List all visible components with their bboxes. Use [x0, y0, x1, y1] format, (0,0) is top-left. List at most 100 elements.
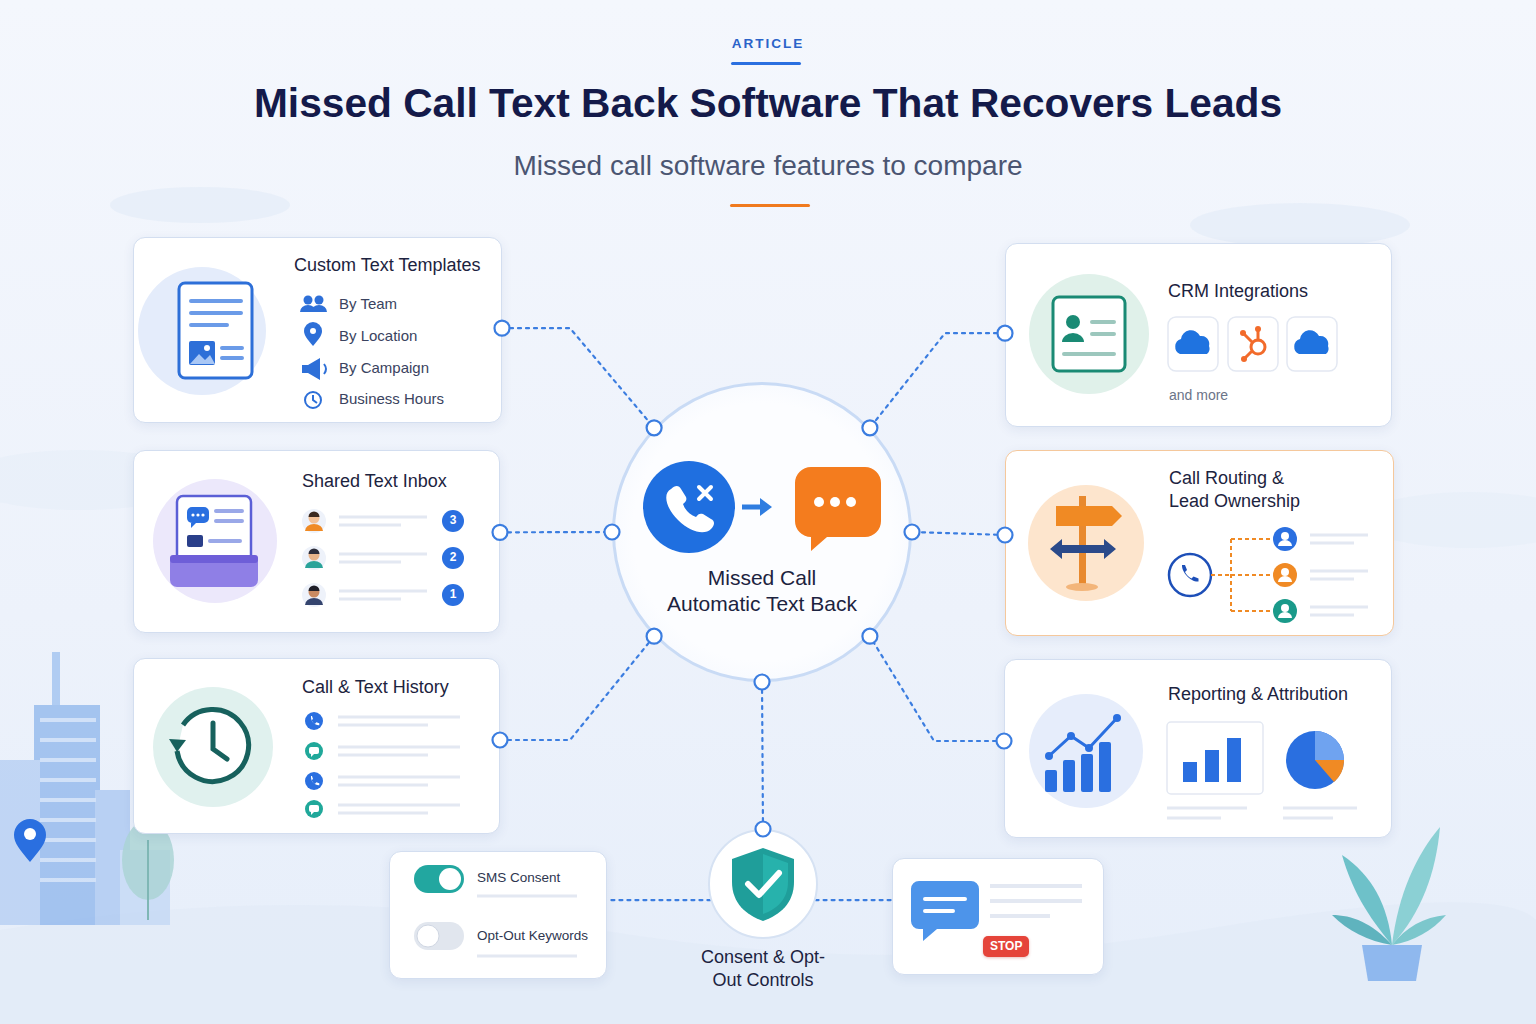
circle-shape [1255, 326, 1261, 332]
circle-shape [1286, 731, 1344, 789]
circle-shape [814, 497, 824, 507]
badge-number: 3 [442, 513, 464, 528]
connector-dot [905, 525, 920, 540]
path-shape [742, 505, 762, 510]
circle-shape [1281, 532, 1289, 540]
badge-number: 2 [442, 550, 464, 565]
rect-shape [731, 62, 801, 65]
connector-dot [862, 420, 877, 435]
path-shape [1315, 731, 1344, 760]
path-shape [1049, 718, 1117, 756]
rect-shape [189, 341, 215, 365]
path-shape [990, 886, 1082, 916]
path-shape [1244, 330, 1258, 358]
circle-shape [1028, 485, 1144, 601]
feature-card: Reporting & Attribution [1004, 659, 1392, 838]
node-title: CRM Integrations [1168, 280, 1378, 303]
node-title: Reporting & Attribution [1168, 683, 1380, 706]
path-shape [302, 358, 320, 380]
path-shape [311, 812, 314, 815]
rect-shape [52, 652, 60, 712]
circle-shape [709, 830, 817, 938]
connector-dot [647, 420, 662, 435]
connector-dot [755, 675, 770, 690]
path-shape [305, 524, 323, 531]
sms-card: STOP [892, 858, 1104, 975]
path-shape [300, 305, 327, 312]
path-shape [190, 354, 215, 364]
icon-art [615, 385, 915, 685]
circle-shape [417, 925, 439, 947]
consent-card: SMS ConsentOpt-Out Keywords [389, 851, 607, 979]
rect-shape [1205, 750, 1219, 782]
circle-shape [309, 587, 320, 598]
node-title: SMS Consent [477, 870, 601, 887]
rect-shape [1167, 722, 1263, 794]
path-shape [147, 840, 149, 920]
rect-shape [414, 922, 464, 950]
rect-shape [1045, 770, 1057, 792]
path-shape [310, 716, 319, 725]
circle-shape [439, 868, 461, 890]
connector-dot [997, 733, 1012, 748]
path-shape [1310, 607, 1368, 615]
dotted-connector [870, 333, 1005, 428]
circle-shape [1085, 744, 1093, 752]
path-shape [338, 777, 460, 785]
circle-shape [1066, 315, 1080, 329]
path-shape [699, 487, 711, 499]
path-shape [177, 710, 249, 782]
circle-shape [830, 497, 840, 507]
path-shape [210, 539, 240, 543]
rect-shape [34, 705, 100, 925]
dotted-connector [870, 636, 1004, 741]
rect-shape [414, 865, 464, 893]
feature-card: Call & Text History [133, 658, 500, 834]
dotted-connector [762, 682, 763, 829]
circle-shape [442, 510, 464, 532]
circle-shape [309, 513, 320, 524]
dotted-connector [502, 328, 654, 428]
rect-shape [309, 747, 319, 754]
path-shape [324, 364, 326, 374]
feature-card: CRM Integrations and more [1005, 243, 1392, 427]
circle-shape [191, 513, 194, 516]
badge-number: 1 [442, 587, 464, 602]
node-text: and more [1169, 387, 1289, 405]
circle-shape [153, 687, 273, 807]
circle-shape [305, 742, 323, 760]
rect-shape [1099, 742, 1111, 792]
path-shape [339, 554, 427, 562]
path-shape [1050, 539, 1116, 559]
circle-shape [1029, 694, 1143, 808]
path-shape [309, 549, 320, 554]
circle-shape [846, 497, 856, 507]
circle-shape [1273, 563, 1297, 587]
path-shape [216, 511, 242, 521]
circle-shape [1169, 554, 1211, 596]
kicker-label: ARTICLE [0, 36, 1536, 51]
node-title: Missed Call Automatic Text Back [635, 565, 889, 618]
path-shape [1315, 760, 1344, 782]
ellipse-shape [1066, 583, 1098, 591]
path-shape [40, 720, 96, 880]
circle-shape [153, 479, 277, 603]
circle-shape [204, 345, 210, 351]
circle-shape [315, 296, 324, 305]
path-shape [1294, 330, 1328, 354]
connector-dot [756, 822, 771, 837]
rect-shape [1227, 738, 1241, 782]
circle-shape [1113, 714, 1121, 722]
connector-dot [493, 525, 508, 540]
icon-art [893, 859, 1105, 976]
path-shape [339, 517, 427, 525]
circle-shape [1045, 752, 1053, 760]
page-subtitle: Missed call software features to compare [0, 150, 1536, 182]
connector-dot [495, 321, 510, 336]
path-shape [925, 899, 965, 911]
path-shape [1182, 565, 1199, 582]
feature-card: Call Routing & Lead Ownership [1005, 450, 1394, 636]
rect-shape [730, 204, 810, 207]
path-shape [313, 395, 317, 403]
